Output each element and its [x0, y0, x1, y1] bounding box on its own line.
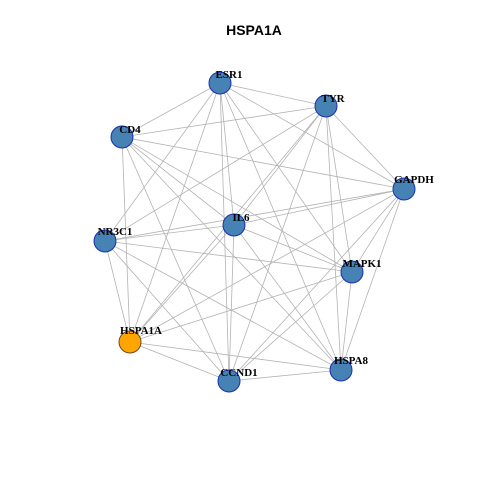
- node-circle-hspa8: [329, 358, 353, 382]
- node-circle-esr1: [208, 71, 232, 95]
- edge-tyr-hspa8: [325, 105, 342, 371]
- edge-esr1-ccnd1: [219, 82, 230, 382]
- edge-hspa8-ccnd1: [228, 369, 342, 382]
- graph-title: HSPA1A: [226, 22, 282, 38]
- edge-il6-nr3c1: [104, 224, 235, 242]
- node-circle-hspa1a: [118, 330, 142, 354]
- node-circle-ccnd1: [217, 369, 241, 393]
- edge-mapk1-hspa8: [340, 271, 353, 371]
- node-circle-il6: [222, 213, 246, 237]
- edge-nr3c1-ccnd1: [104, 240, 230, 382]
- edge-gapdh-ccnd1: [228, 188, 405, 382]
- edge-cd4-mapk1: [121, 136, 353, 273]
- edge-nr3c1-hspa1a: [104, 240, 131, 343]
- edge-mapk1-ccnd1: [228, 271, 353, 382]
- edge-esr1-hspa1a: [129, 82, 221, 343]
- edge-nr3c1-hspa8: [104, 240, 342, 371]
- node-label-nr3c1: NR3C1: [98, 226, 133, 238]
- edge-gapdh-hspa8: [340, 188, 405, 371]
- node-cd4: CD4: [110, 124, 141, 149]
- edge-cd4-hspa1a: [121, 136, 131, 343]
- edge-tyr-nr3c1: [104, 105, 327, 242]
- edge-tyr-gapdh: [325, 105, 405, 190]
- edge-hspa1a-ccnd1: [129, 341, 230, 382]
- node-tyr: TYR: [314, 93, 346, 118]
- node-label-tyr: TYR: [321, 93, 345, 105]
- edge-cd4-il6: [121, 136, 235, 226]
- node-circle-mapk1: [340, 260, 364, 284]
- edge-gapdh-mapk1: [351, 188, 405, 273]
- edge-tyr-il6: [233, 105, 327, 226]
- node-circle-tyr: [314, 94, 338, 118]
- edge-gapdh-hspa1a: [129, 188, 405, 343]
- edge-tyr-ccnd1: [228, 105, 327, 382]
- edge-nr3c1-mapk1: [104, 240, 353, 273]
- edge-gapdh-nr3c1: [104, 188, 405, 242]
- edge-gapdh-il6: [233, 188, 405, 226]
- node-label-ccnd1: CCND1: [220, 367, 257, 379]
- edge-esr1-cd4: [121, 82, 221, 138]
- node-label-il6: IL6: [232, 212, 250, 224]
- node-mapk1: MAPK1: [340, 258, 382, 284]
- node-label-hspa8: HSPA8: [334, 355, 369, 367]
- edge-tyr-cd4: [121, 105, 327, 138]
- edge-il6-mapk1: [233, 224, 353, 273]
- edge-il6-hspa8: [233, 224, 342, 371]
- node-hspa8: HSPA8: [329, 355, 369, 382]
- node-circle-gapdh: [392, 177, 416, 201]
- edge-esr1-tyr: [219, 82, 327, 107]
- node-label-hspa1a: HSPA1A: [120, 325, 162, 337]
- node-gapdh: GAPDH: [392, 174, 434, 201]
- edge-hspa1a-hspa8: [129, 341, 342, 371]
- node-label-mapk1: MAPK1: [342, 258, 381, 270]
- edge-tyr-mapk1: [325, 105, 353, 273]
- node-esr1: ESR1: [208, 69, 243, 95]
- edge-cd4-ccnd1: [121, 136, 230, 382]
- edge-esr1-nr3c1: [104, 82, 221, 242]
- node-label-esr1: ESR1: [216, 69, 243, 81]
- node-label-cd4: CD4: [119, 124, 141, 136]
- edge-mapk1-hspa1a: [129, 271, 353, 343]
- edge-esr1-gapdh: [219, 82, 405, 190]
- edge-cd4-gapdh: [121, 136, 405, 190]
- node-circle-cd4: [110, 125, 134, 149]
- edge-esr1-mapk1: [219, 82, 353, 273]
- node-ccnd1: CCND1: [217, 367, 258, 393]
- edge-esr1-hspa8: [219, 82, 342, 371]
- node-hspa1a: HSPA1A: [118, 325, 162, 354]
- node-nr3c1: NR3C1: [93, 226, 133, 253]
- node-label-gapdh: GAPDH: [394, 174, 434, 186]
- node-il6: IL6: [222, 212, 250, 237]
- node-circle-nr3c1: [93, 229, 117, 253]
- edge-cd4-hspa8: [121, 136, 342, 371]
